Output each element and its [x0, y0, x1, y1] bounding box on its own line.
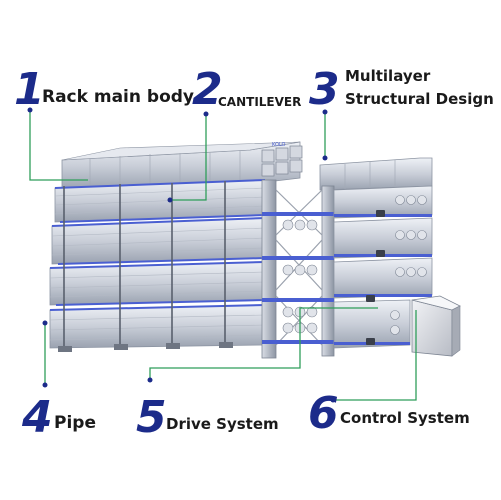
- drive-motors: [366, 210, 385, 345]
- leader-dot-5a: [147, 377, 153, 383]
- callout-number-5: 5: [136, 392, 167, 443]
- callout-label-3-line1: Multilayer: [345, 67, 431, 85]
- callout-label-3-line2: Structural Design: [345, 90, 494, 108]
- control-cabinet: [411, 295, 461, 357]
- center-frame: [261, 179, 335, 359]
- callout-label-2: CANTILEVER: [218, 95, 302, 109]
- leader-dot-1a: [27, 107, 33, 113]
- leader-dot-3b: [322, 155, 328, 161]
- leader-dot-6a: [330, 397, 336, 403]
- leader-line-5: [149, 307, 378, 380]
- top-tube-bundles: KOLO: [61, 141, 433, 191]
- callout-label-5: Drive System: [166, 415, 279, 433]
- leader-lines: [29, 110, 417, 401]
- leader-line-1: [29, 110, 88, 181]
- callout-label-4: Pipe: [54, 413, 96, 433]
- callout-label-1: Rack main body: [42, 87, 194, 107]
- callout-number-2: 2: [192, 64, 223, 115]
- right-rack-section: [333, 185, 433, 349]
- rack-main-body: [49, 179, 266, 352]
- leader-dot-3a: [322, 109, 328, 115]
- callout-label-6: Control System: [340, 409, 470, 427]
- callout-number-6: 6: [308, 388, 339, 439]
- callout-number-3: 3: [309, 64, 340, 115]
- leader-dot-2b: [167, 197, 173, 203]
- leader-dot-4b: [42, 382, 48, 388]
- callout-number-1: 1: [14, 64, 45, 115]
- callout-number-4: 4: [22, 392, 53, 443]
- leader-line-6: [333, 310, 417, 401]
- svg-text:KOLO: KOLO: [272, 142, 286, 148]
- leader-line-2: [170, 114, 207, 201]
- leader-dot-2a: [203, 111, 209, 117]
- leader-dot-4a: [42, 320, 48, 326]
